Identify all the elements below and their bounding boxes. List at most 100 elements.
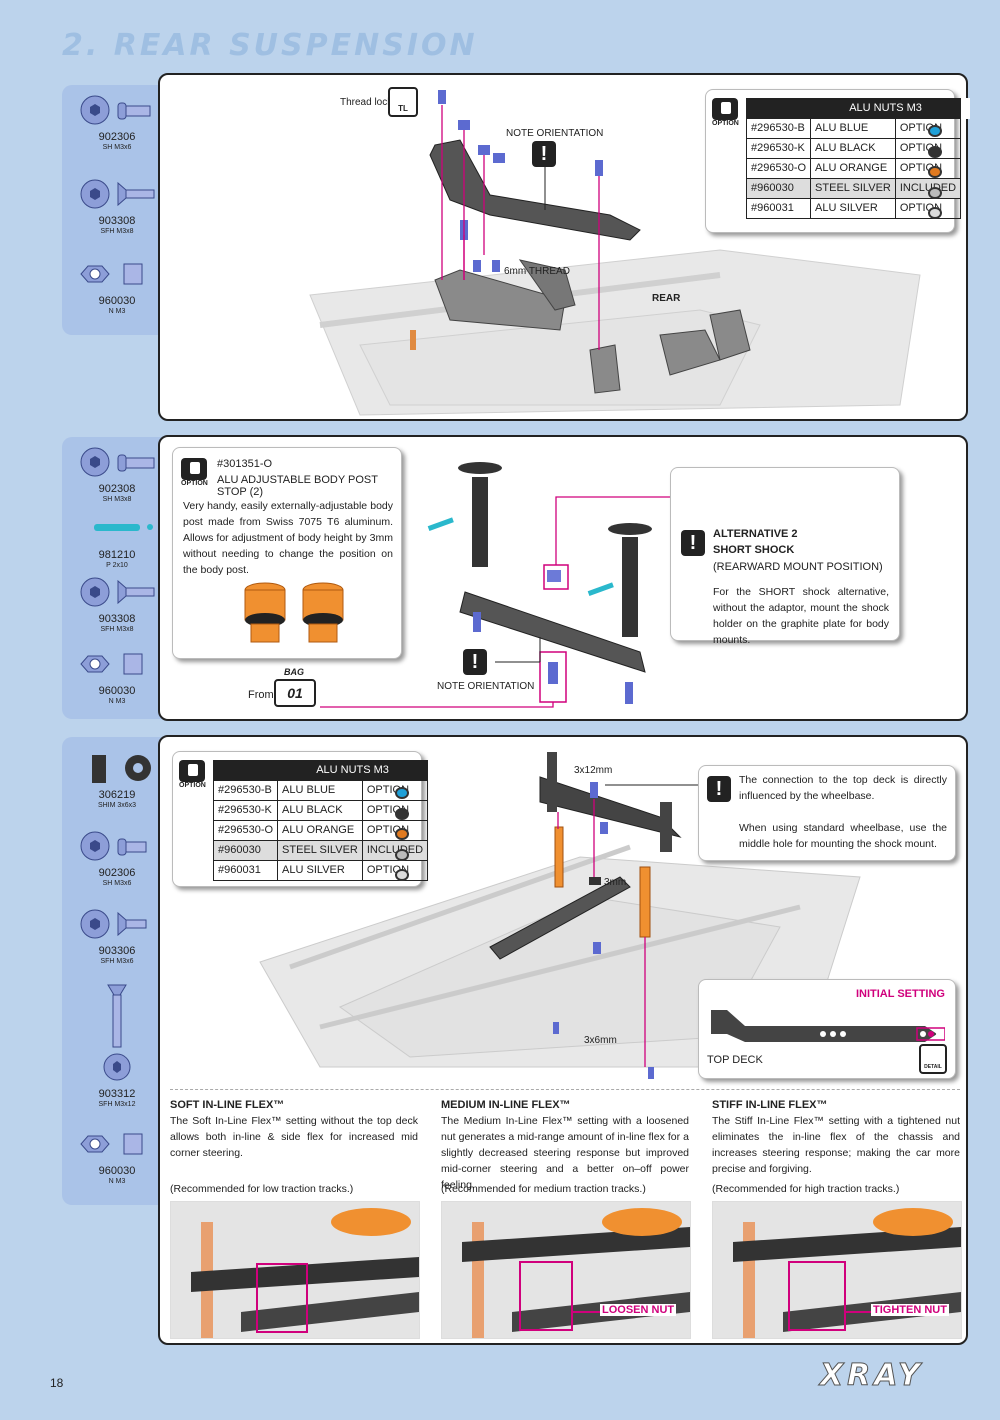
part-number: 960030 <box>98 685 136 697</box>
part-desc: SH M3x6 <box>102 880 132 887</box>
part-desc: SHIM 3x6x3 <box>97 802 137 809</box>
table-header: ALU NUTS M3 <box>277 760 429 781</box>
label-3x12: 3x12mm <box>574 765 613 776</box>
flex-photo-stiff: TIGHTEN NUT <box>712 1201 962 1339</box>
bag-label: BAG <box>284 667 304 677</box>
part-902306: 902306 SH M3x6 <box>62 93 172 152</box>
option-description: Very handy, easily externally-adjustable… <box>183 500 393 576</box>
flex-photo-soft <box>170 1201 420 1339</box>
part-desc: N M3 <box>108 698 126 705</box>
flex-text: The Soft In-Line Flex™ setting without t… <box>170 1115 418 1159</box>
part-number: 903306 <box>98 945 136 957</box>
flex-recommendation: (Recommended for medium traction tracks.… <box>441 1183 646 1195</box>
loosen-nut-callout: LOOSEN NUT <box>600 1304 677 1316</box>
countersunk-screw-icon <box>80 909 147 939</box>
option-name: ALU ADJUSTABLE BODY POST STOP (2) <box>217 474 378 498</box>
flex-text: The Medium In-Line Flex™ setting with a … <box>441 1115 689 1191</box>
flex-recommendation: (Recommended for low traction tracks.) <box>170 1183 354 1195</box>
parts-sidebar-3: 306219 SHIM 3x6x3 902306 SH M3x6 903306 … <box>62 737 172 1205</box>
exclamation-icon: ! <box>707 776 731 802</box>
flex-column-medium: MEDIUM IN-LINE FLEX™ The Medium In-Line … <box>441 1099 689 1195</box>
blue-nut-icon <box>928 125 942 137</box>
step-panel-2: OPTION #301351-O ALU ADJUSTABLE BODY POS… <box>158 435 968 721</box>
exclamation-icon: ! <box>532 141 556 167</box>
note-text-2: When using standard wheelbase, use the m… <box>739 822 947 850</box>
body-post-stop-image <box>244 582 344 643</box>
silver-nut-icon <box>395 869 409 881</box>
bag-icon: BAG 01 <box>274 667 316 709</box>
countersunk-screw-icon <box>80 577 155 607</box>
part-902306: 902306 SH M3x6 <box>62 829 172 888</box>
part-desc: SFH M3x6 <box>100 958 134 965</box>
part-desc: SFH M3x8 <box>100 228 134 235</box>
flex-text: The Stiff In-Line Flex™ setting with a t… <box>712 1115 960 1175</box>
shim-icon <box>92 755 151 783</box>
table-cell: ALU SILVER <box>810 198 896 219</box>
assembly-diagram-1 <box>309 90 921 416</box>
table-header: ALU NUTS M3 <box>810 98 962 119</box>
option-code: #301351-O <box>217 458 273 470</box>
alternative-subtitle: (REARWARD MOUNT POSITION) <box>713 561 883 573</box>
body-post-stop-option-box: OPTION #301351-O ALU ADJUSTABLE BODY POS… <box>172 447 402 659</box>
part-number: 960030 <box>98 1165 136 1177</box>
wheelbase-note-box: ! The connection to the top deck is dire… <box>698 765 956 861</box>
stiff-flex-illustration <box>713 1202 961 1338</box>
table-cell: #296530-K <box>212 800 279 821</box>
nut-icon <box>80 653 143 675</box>
alternative-title-2: SHORT SHOCK <box>713 544 795 556</box>
option-badge: OPTION <box>712 98 739 127</box>
soft-flex-illustration <box>171 1202 419 1338</box>
table-cell: ALU BLACK <box>810 138 896 159</box>
flex-title: STIFF IN-LINE FLEX™ <box>712 1099 828 1111</box>
screw-icon <box>80 447 155 477</box>
thumbs-up-icon <box>179 760 205 782</box>
rear-label: REAR <box>652 293 681 304</box>
detail-label: DETAIL <box>924 1064 942 1070</box>
blue-nut-icon <box>395 787 409 799</box>
option-label: OPTION <box>712 120 739 127</box>
part-960030: 960030 N M3 <box>62 647 172 706</box>
table-cell: STEEL SILVER <box>277 840 363 861</box>
alternative-text: For the SHORT shock alternative, without… <box>713 586 889 646</box>
nut-icon <box>80 263 143 285</box>
flex-title: MEDIUM IN-LINE FLEX™ <box>441 1099 571 1111</box>
thread-lock-icon: TL <box>388 87 418 117</box>
orange-nut-icon <box>395 828 409 840</box>
table-cell: OPTION <box>361 860 429 881</box>
note-orientation-label: NOTE ORIENTATION <box>437 681 535 692</box>
note-text-1: The connection to the top deck is direct… <box>739 774 947 802</box>
table-cell: ALU ORANGE <box>277 820 363 841</box>
table-cell: #296530-K <box>745 138 812 159</box>
detail-icon: DETAIL <box>919 1044 947 1074</box>
part-960030: 960030 N M3 <box>62 1127 172 1186</box>
part-981210: 981210 P 2x10 <box>62 511 172 570</box>
table-cell: ALU BLACK <box>277 800 363 821</box>
steel-nut-icon <box>928 186 942 199</box>
table-cell: STEEL SILVER <box>810 178 896 199</box>
thread-label: 6mm THREAD <box>504 266 570 277</box>
table-cell: #960031 <box>745 198 812 219</box>
part-903308: 903308 SFH M3x8 <box>62 177 172 236</box>
parts-sidebar-2: 902308 SH M3x8 981210 P 2x10 903308 SFH … <box>62 437 172 719</box>
thread-lock-label: Thread lock <box>340 97 393 108</box>
part-903312: 903312 SFH M3x12 <box>62 983 172 1109</box>
part-902308: 902308 SH M3x8 <box>62 445 172 504</box>
part-desc: N M3 <box>108 1178 126 1185</box>
top-deck-label: TOP DECK <box>707 1054 763 1066</box>
part-desc: SFH M3x12 <box>98 1101 136 1108</box>
black-nut-icon <box>395 807 409 820</box>
flex-photo-medium: LOOSEN NUT <box>441 1201 691 1339</box>
top-deck-box: INITIAL SETTING TOP DECK DETAIL <box>698 979 956 1079</box>
part-number: 903312 <box>98 1088 136 1100</box>
table-cell: #296530-O <box>212 820 279 841</box>
steel-nut-icon <box>395 848 409 861</box>
table-cell: ALU BLUE <box>810 118 896 139</box>
thumbs-up-icon <box>181 458 207 480</box>
table-cell: #960030 <box>212 840 279 861</box>
